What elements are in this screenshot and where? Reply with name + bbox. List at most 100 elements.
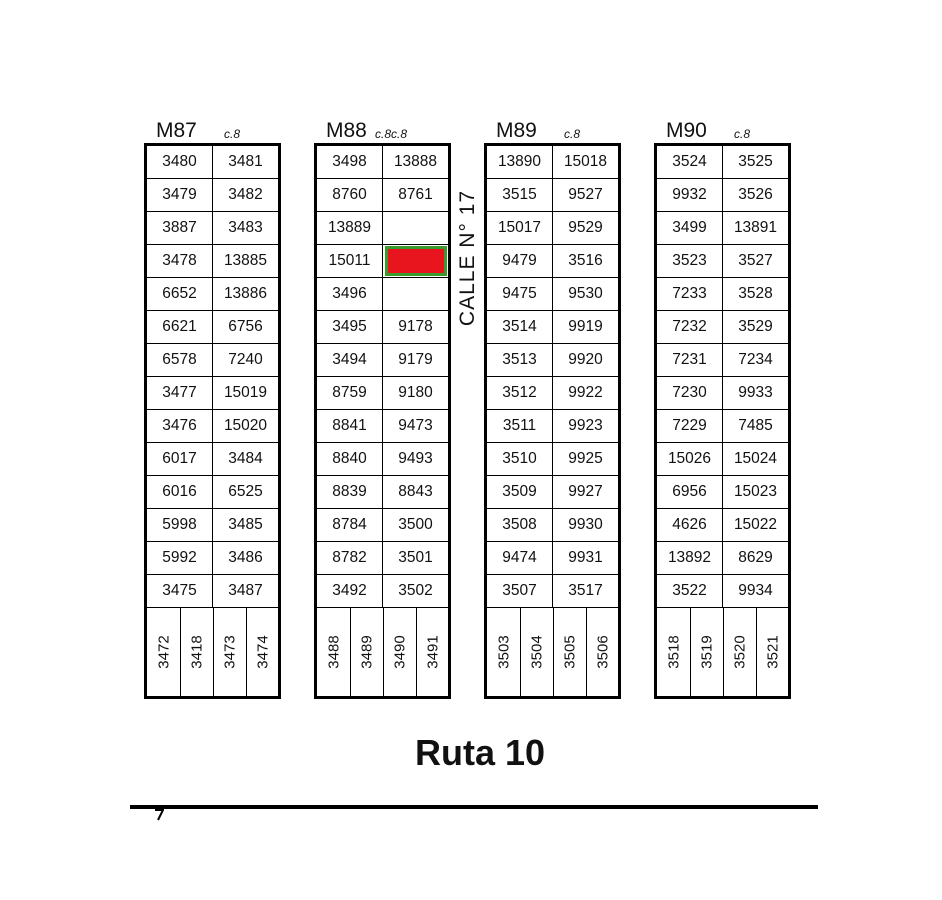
parcel-cell: 9927 bbox=[568, 483, 603, 500]
bottom-parcel-number: 3472 bbox=[155, 635, 172, 669]
parcel-cell: 3517 bbox=[568, 582, 603, 599]
parcel-cell: 6525 bbox=[228, 483, 263, 500]
parcel-cell: 6017 bbox=[147, 443, 213, 475]
parcel-cell: 3483 bbox=[228, 219, 263, 236]
parcel-cell: 3528 bbox=[738, 285, 773, 302]
parcel-cell: 8761 bbox=[398, 186, 433, 203]
parcel-cell: 8782 bbox=[317, 542, 383, 574]
parcel-cell: 9530 bbox=[568, 285, 603, 302]
block-name: M87 bbox=[156, 119, 197, 142]
parcel-cell: 3480 bbox=[147, 146, 213, 178]
parcel-cell: 7234 bbox=[738, 351, 773, 368]
parcel-row: 13889 bbox=[317, 212, 448, 245]
parcel-cell: 9475 bbox=[487, 278, 553, 310]
parcel-cell: 6756 bbox=[228, 318, 263, 335]
parcel-cell: 13889 bbox=[317, 212, 383, 244]
parcel-row: 9475 9530 bbox=[487, 278, 618, 311]
parcel-cell: 8784 bbox=[317, 509, 383, 541]
parcel-cell: 9933 bbox=[738, 384, 773, 401]
bottom-parcel-cell: 3489 bbox=[350, 608, 383, 696]
parcel-cell: 9932 bbox=[657, 179, 723, 211]
bottom-parcel-number: 3491 bbox=[424, 635, 441, 669]
bottom-parcel-number: 3519 bbox=[698, 635, 716, 669]
parcel-cell: 13890 bbox=[487, 146, 553, 178]
block-name: M89 bbox=[496, 119, 537, 142]
parcel-row: 3496 bbox=[317, 278, 448, 311]
parcel-cell: 9493 bbox=[398, 450, 433, 467]
bottom-parcel-cell: 3504 bbox=[520, 608, 553, 696]
bottom-parcel-number: 3418 bbox=[188, 635, 206, 669]
parcel-cell: 4626 bbox=[657, 509, 723, 541]
parcel-cell: 15024 bbox=[733, 450, 778, 467]
parcel-cell: 7233 bbox=[657, 278, 723, 310]
parcel-cell: 3477 bbox=[147, 377, 213, 409]
parcel-cell: 9473 bbox=[398, 417, 433, 434]
parcel-cell: 13888 bbox=[393, 153, 438, 170]
parcel-cell: 3478 bbox=[147, 245, 213, 277]
parcel-cell: 13886 bbox=[223, 285, 268, 302]
block-note: c.8 bbox=[224, 127, 241, 141]
bottom-parcel-cell: 3474 bbox=[246, 608, 278, 696]
parcel-cell: 3494 bbox=[317, 344, 383, 376]
parcel-cell: 7485 bbox=[738, 417, 773, 434]
bottom-parcel-cell: 3488 bbox=[317, 608, 350, 696]
parcel-cell: 3485 bbox=[228, 516, 263, 533]
parcel-cell: 3496 bbox=[317, 278, 383, 310]
bottom-parcel-cell: 3520 bbox=[723, 608, 756, 696]
bottom-parcel-number: 3506 bbox=[594, 635, 611, 669]
parcel-cell: 15017 bbox=[487, 212, 553, 244]
parcel-cell: 9923 bbox=[568, 417, 603, 434]
parcel-cell: 3526 bbox=[738, 186, 773, 203]
bottom-parcel-cell: 3473 bbox=[213, 608, 246, 696]
block-note: c.8c.8 bbox=[375, 127, 408, 141]
parcel-cell: 3524 bbox=[657, 146, 723, 178]
bottom-parcel-number: 3520 bbox=[731, 635, 749, 669]
parcel-cell: 9180 bbox=[398, 384, 433, 401]
parcel-cell: 7231 bbox=[657, 344, 723, 376]
parcel-cell: 9529 bbox=[568, 219, 603, 236]
bottom-parcel-cell: 3472 bbox=[147, 608, 180, 696]
parcel-cell: 3509 bbox=[487, 476, 553, 508]
parcel-row: 15011 bbox=[317, 245, 448, 278]
parcel-row: 3509 9927 bbox=[487, 476, 618, 509]
parcel-cell: 8759 bbox=[317, 377, 383, 409]
parcel-row: 7231 7234 bbox=[657, 344, 788, 377]
bottom-parcel-number: 3521 bbox=[764, 635, 781, 669]
parcel-cell: 3482 bbox=[228, 186, 263, 203]
bottom-parcel-cell: 3521 bbox=[756, 608, 788, 696]
parcel-cell: 7240 bbox=[228, 351, 263, 368]
parcel-cell: 5992 bbox=[147, 542, 213, 574]
bottom-parcel-cell: 3519 bbox=[690, 608, 723, 696]
parcel-cell: 6578 bbox=[147, 344, 213, 376]
parcel-row: 15017 9529 bbox=[487, 212, 618, 245]
bottom-parcel-number: 3488 bbox=[325, 635, 342, 669]
